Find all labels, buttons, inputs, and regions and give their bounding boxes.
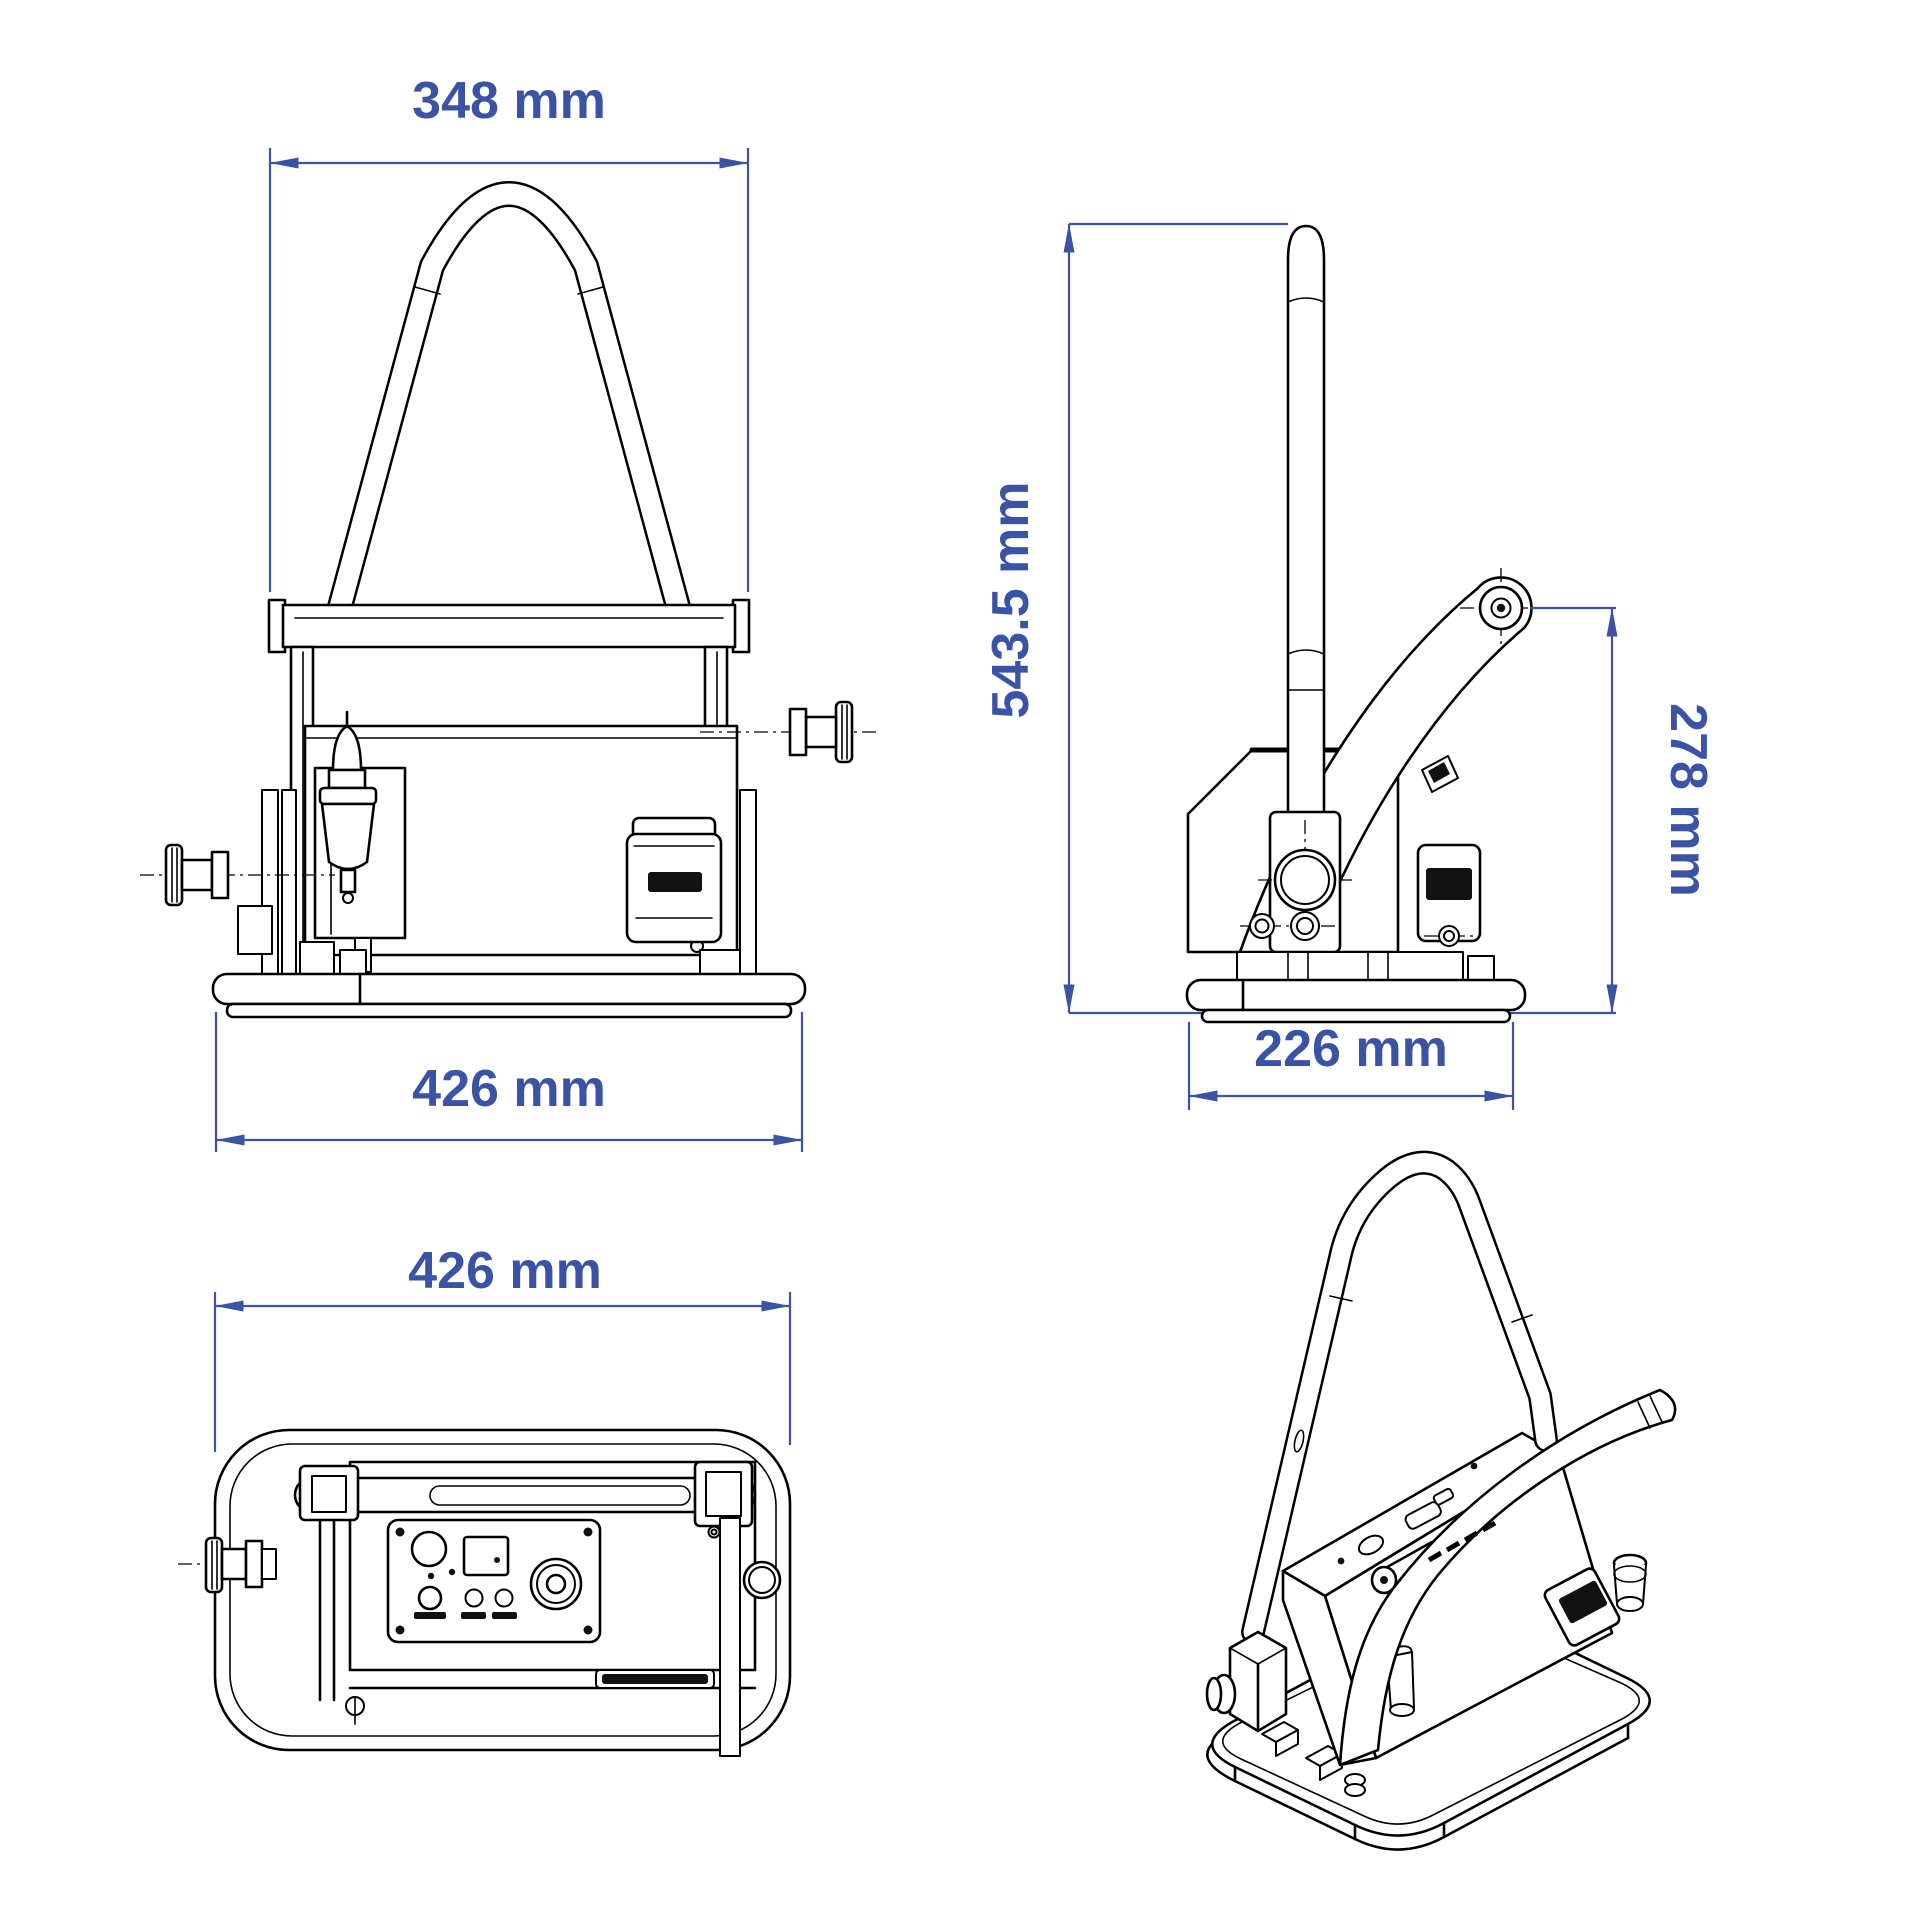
iso-lever-arm [1338,1388,1677,1767]
isometric-view [1205,1150,1677,1851]
panel-label-blob-2 [461,1612,486,1619]
side-view: 543.5 mm [982,222,1717,1110]
top-left-columns [318,1518,365,1725]
dimension-side-lever-pivot-height: 278 mm [1530,606,1717,1014]
front-knob-right [700,700,878,764]
dim-label-278: 278 mm [1659,703,1717,897]
dim-label-226: 226 mm [1254,1020,1448,1078]
dim-label-top-426: 426 mm [408,1242,602,1300]
top-knob-left [178,1536,277,1594]
front-air-filter-unit [313,710,407,973]
display-window [462,1535,510,1577]
dim-label-348: 348 mm [412,72,606,130]
front-knob-left [140,843,335,955]
dimension-front-handle-width: 348 mm [268,72,750,592]
panel-label-blob-1 [414,1612,446,1619]
iso-battery-pack [1543,1567,1621,1647]
front-mounting-feet [299,941,741,975]
on-off-button [417,1585,443,1611]
battery-label-blob [648,872,702,892]
front-crossbar [267,598,751,654]
dimension-side-base-depth: 226 mm [1187,1020,1515,1110]
top-right-details [707,1517,782,1757]
side-base-plate [1185,978,1527,1024]
front-view: 348 mm [140,72,878,1152]
panel-button-2 [464,1588,484,1608]
side-lever-pivot [1460,568,1604,650]
dimension-side-overall-height: 543.5 mm [982,222,1288,1014]
gauge-dial [410,1530,448,1568]
top-view: 426 mm [178,1242,792,1757]
iso-filter-knob [1612,1553,1648,1612]
front-battery-pack [625,816,723,944]
iso-panel-details [1337,1462,1497,1565]
front-a-frame-handle [327,181,691,620]
dimension-front-base-width: 426 mm [214,1012,804,1152]
side-handle-bar [1286,224,1326,820]
side-battery-pack [1416,755,1482,947]
front-base-plate [211,972,807,1019]
side-clamp-block [1240,810,1352,954]
top-control-panel [386,1518,602,1644]
panel-button-3 [494,1588,514,1608]
dimension-top-base-width: 426 mm [213,1242,792,1452]
dim-label-543: 543.5 mm [982,481,1040,718]
panel-label-blob-3 [492,1612,517,1619]
dim-label-front-426: 426 mm [412,1060,606,1118]
vacuum-knob [529,1557,583,1611]
top-battery-slot [595,1669,715,1689]
iso-clamp-block [1205,1630,1288,1733]
iso-a-frame-handle [1241,1150,1558,1644]
top-handle-bar [293,1460,757,1528]
